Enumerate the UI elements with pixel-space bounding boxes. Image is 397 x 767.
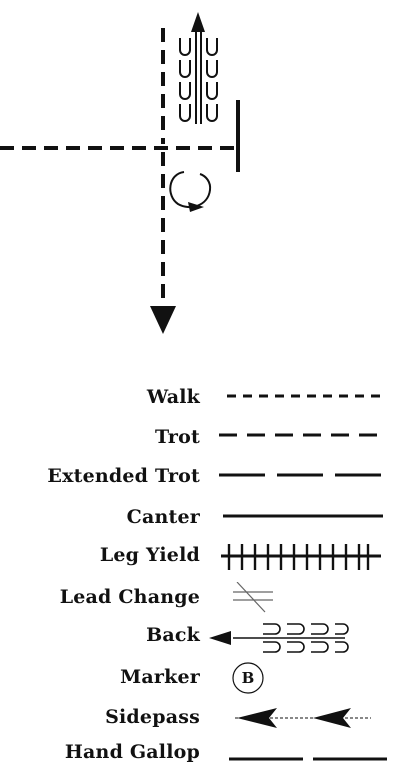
legend-row-extended-trot: Extended Trot [0, 461, 397, 491]
arrow-down-icon [150, 306, 176, 334]
walk-line-icon [227, 394, 387, 398]
hand-gallop-line-icon [229, 757, 387, 761]
legend-label: Trot [154, 426, 200, 448]
marker-letter: B [242, 669, 255, 687]
legend-row-sidepass: Sidepass [0, 702, 397, 732]
spin-arrow-icon [188, 202, 204, 212]
legend-row-back: Back [0, 620, 397, 653]
legend-row-leg-yield: Leg Yield [0, 540, 397, 570]
sidepass-icon [235, 708, 371, 728]
legend-row-walk: Walk [0, 382, 397, 412]
pattern-diagram [0, 12, 240, 334]
extended-trot-line-icon [219, 473, 381, 477]
legend-row-trot: Trot [0, 422, 397, 452]
legend-label: Walk [146, 386, 200, 408]
legend-label: Extended Trot [47, 465, 200, 487]
legend-label: Hand Gallop [64, 741, 200, 763]
legend-label: Back [146, 624, 200, 646]
leg-yield-line-icon [221, 544, 381, 570]
legend-row-marker: Marker B [0, 662, 397, 694]
legend-label: Canter [126, 506, 200, 528]
legend-row-lead-change: Lead Change [0, 582, 397, 613]
legend-label: Lead Change [59, 586, 200, 608]
lead-change-icon [233, 582, 273, 613]
arrow-up-icon [191, 12, 205, 32]
legend-row-canter: Canter [0, 502, 397, 532]
trot-line-icon [219, 433, 379, 437]
back-icon [209, 623, 349, 653]
legend-label: Marker [120, 666, 200, 688]
marker-icon: B [232, 662, 264, 694]
back-path-icon [179, 30, 218, 124]
legend-label: Leg Yield [99, 544, 200, 566]
legend-row-hand-gallop: Hand Gallop [0, 737, 397, 767]
legend-label: Sidepass [105, 706, 200, 728]
spin-icon [169, 171, 212, 209]
canter-line-icon [223, 514, 383, 518]
